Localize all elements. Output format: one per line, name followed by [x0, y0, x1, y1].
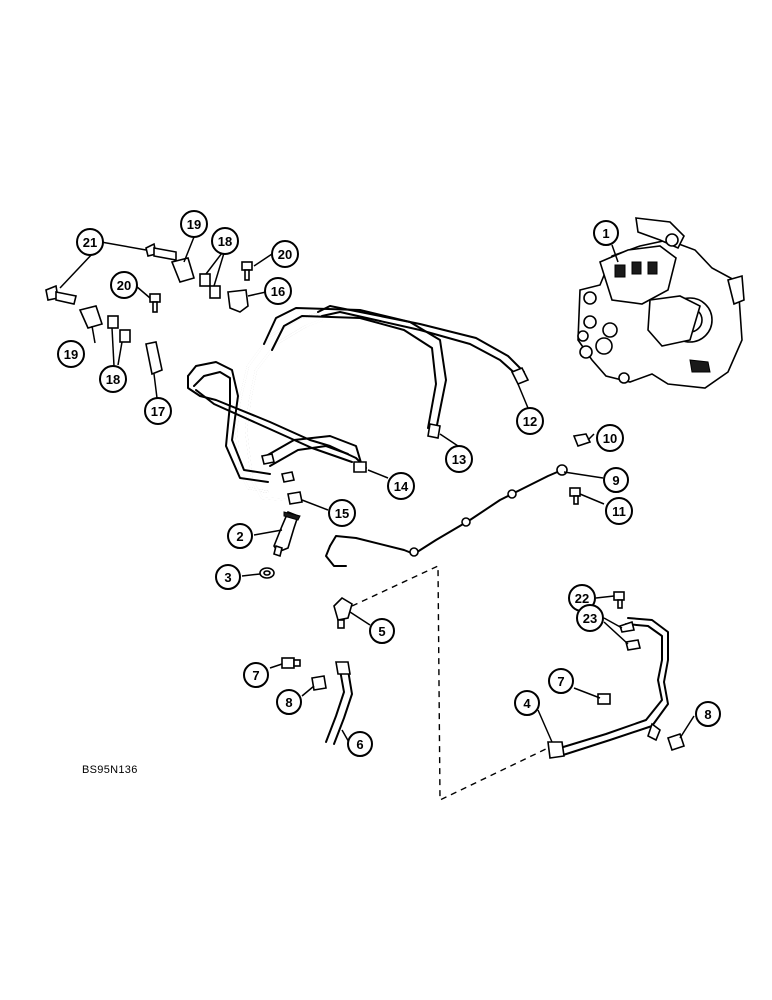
svg-text:6: 6	[356, 737, 363, 752]
callout-14: 14	[387, 472, 415, 500]
svg-text:21: 21	[83, 235, 97, 250]
sealing-washer	[259, 567, 275, 579]
svg-text:23: 23	[583, 611, 597, 626]
svg-text:19: 19	[187, 217, 201, 232]
svg-text:11: 11	[612, 504, 626, 519]
callout-8b: 8	[695, 701, 721, 727]
callout-8a: 8	[276, 689, 302, 715]
svg-text:2: 2	[236, 529, 243, 544]
callout-19a: 19	[180, 210, 208, 238]
svg-text:18: 18	[106, 372, 120, 387]
callout-20b: 20	[110, 271, 138, 299]
cap-nut	[311, 675, 327, 691]
callout-20a: 20	[271, 240, 299, 268]
svg-text:20: 20	[117, 278, 131, 293]
svg-text:14: 14	[394, 479, 409, 494]
routing-dashed-line	[351, 564, 549, 802]
callout-10: 10	[596, 424, 624, 452]
clamp-hardware	[45, 242, 253, 376]
svg-text:19: 19	[64, 347, 78, 362]
svg-text:4: 4	[523, 696, 531, 711]
svg-text:16: 16	[271, 284, 285, 299]
svg-text:20: 20	[278, 247, 292, 262]
callout-6: 6	[347, 731, 373, 757]
callout-7b: 7	[548, 668, 574, 694]
svg-text:9: 9	[612, 473, 619, 488]
svg-text:8: 8	[704, 707, 711, 722]
svg-text:3: 3	[224, 570, 231, 585]
callout-11: 11	[605, 497, 633, 525]
svg-text:5: 5	[378, 624, 385, 639]
injection-pump	[577, 217, 745, 389]
svg-text:12: 12	[523, 414, 537, 429]
leader-lines	[59, 236, 695, 745]
return-hose	[325, 661, 353, 745]
svg-text:18: 18	[218, 234, 232, 249]
tee-fitting	[333, 596, 353, 629]
svg-text:7: 7	[557, 674, 564, 689]
injector-nozzle	[273, 510, 301, 558]
callout-17: 17	[144, 397, 172, 425]
callout-21: 21	[76, 228, 104, 256]
callout-5: 5	[369, 618, 395, 644]
callout-9: 9	[603, 467, 629, 493]
svg-text:7: 7	[252, 668, 259, 683]
callout-12: 12	[516, 407, 544, 435]
figure-code: BS95N136	[82, 764, 138, 776]
callout-18a: 18	[211, 227, 239, 255]
svg-text:13: 13	[452, 452, 466, 467]
callout-2: 2	[227, 523, 253, 549]
callout-3: 3	[215, 564, 241, 590]
callout-19b: 19	[57, 340, 85, 368]
svg-text:22: 22	[575, 591, 589, 606]
callout-18b: 18	[99, 365, 127, 393]
callout-7a: 7	[243, 662, 269, 688]
injection-line-bundle	[187, 305, 530, 505]
svg-text:15: 15	[335, 506, 349, 521]
leak-off-line	[325, 464, 568, 567]
banjo-bolt	[569, 487, 581, 505]
adapter-fitting	[281, 657, 301, 669]
callout-23: 23	[576, 604, 604, 632]
callout-16: 16	[264, 277, 292, 305]
callout-1: 1	[593, 220, 619, 246]
callout-13: 13	[445, 445, 473, 473]
callout-15: 15	[328, 499, 356, 527]
hose-clip	[572, 433, 592, 447]
svg-text:8: 8	[285, 695, 292, 710]
svg-text:10: 10	[603, 431, 617, 446]
svg-text:17: 17	[151, 404, 165, 419]
callout-4: 4	[514, 690, 540, 716]
svg-text:1: 1	[602, 226, 609, 241]
return-line-assembly	[547, 591, 686, 759]
